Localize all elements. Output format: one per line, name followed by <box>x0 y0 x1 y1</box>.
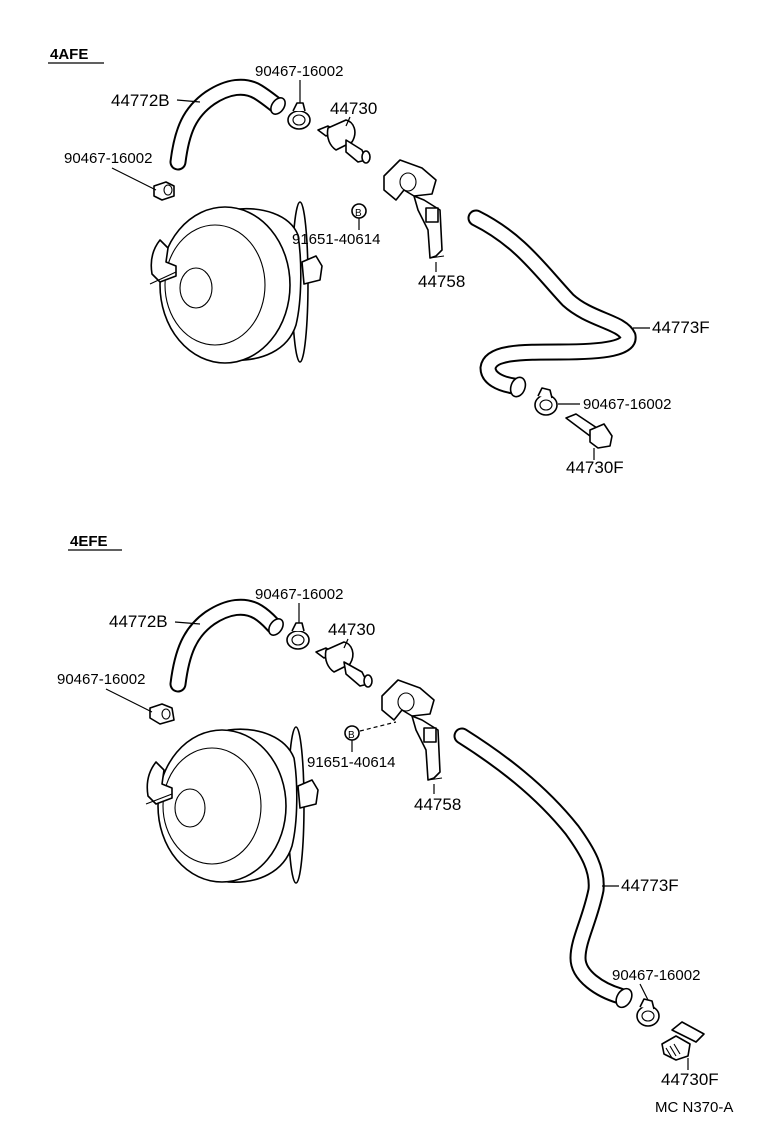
hose-44772b <box>169 598 284 693</box>
label-hose-upper: 44772B <box>109 612 168 631</box>
leader-clamp-lower <box>639 983 649 1001</box>
brake-booster <box>145 726 319 884</box>
clamp-left <box>153 181 175 201</box>
leader-valve <box>343 638 349 649</box>
valve-44730 <box>315 641 373 688</box>
clamp-top <box>286 622 310 650</box>
hose-44773f <box>453 727 633 1009</box>
valve-44730 <box>317 119 371 164</box>
bracket-44758 <box>381 679 443 781</box>
union-44730f <box>565 413 613 449</box>
label-clamp-left: 90467-16002 <box>64 150 152 167</box>
label-union: 44730F <box>661 1070 719 1089</box>
section-4afe: 4AFE 44772B 90467-16002 44730 <box>48 46 710 477</box>
diagram-code: MC N370-A <box>655 1099 733 1116</box>
label-bracket: 44758 <box>414 795 461 814</box>
clamp-top <box>287 102 311 130</box>
clamp-lower <box>534 387 558 416</box>
label-union: 44730F <box>566 458 624 477</box>
clamp-left <box>149 703 175 725</box>
leader-clamp-left <box>105 688 153 713</box>
label-hose-lower: 44773F <box>621 876 679 895</box>
label-bolt: 91651-40614 <box>292 231 380 248</box>
union-44730f <box>661 1021 705 1061</box>
bracket-44758 <box>383 159 445 259</box>
label-bolt: 91651-40614 <box>307 754 395 771</box>
label-valve: 44730 <box>330 99 377 118</box>
leader-clamp-left <box>111 167 157 191</box>
hose-44773f <box>467 209 637 398</box>
label-valve: 44730 <box>328 620 375 639</box>
leader-valve <box>345 116 351 127</box>
label-clamp-top: 90467-16002 <box>255 63 343 80</box>
section-4efe: 4EFE 44772B 90467-16002 44730 <box>57 533 719 1089</box>
bolt-mark-letter: B <box>355 208 362 219</box>
label-hose-upper: 44772B <box>111 91 170 110</box>
leader-bolt-dashed <box>359 721 397 732</box>
brake-booster <box>149 201 323 364</box>
section-title: 4EFE <box>70 533 108 550</box>
bolt-mark-letter: B <box>348 730 355 741</box>
leader-hose-upper <box>176 99 201 103</box>
clamp-lower <box>636 998 660 1027</box>
section-title: 4AFE <box>50 46 88 63</box>
hose-44772b <box>169 78 286 171</box>
label-clamp-lower: 90467-16002 <box>612 967 700 984</box>
leader-hose-upper <box>174 621 201 625</box>
label-clamp-top: 90467-16002 <box>255 586 343 603</box>
label-clamp-left: 90467-16002 <box>57 671 145 688</box>
label-clamp-lower: 90467-16002 <box>583 396 671 413</box>
label-hose-lower: 44773F <box>652 318 710 337</box>
label-bracket: 44758 <box>418 272 465 291</box>
